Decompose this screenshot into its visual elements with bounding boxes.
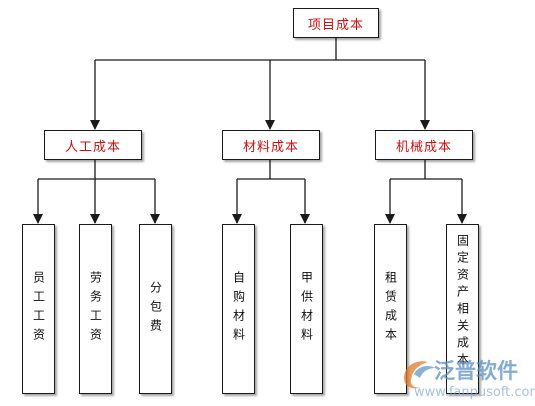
category-machinery: 机械成本: [375, 130, 473, 160]
category-material-label: 材料成本: [242, 139, 299, 155]
leaf-staff-wages: 员工工资: [22, 224, 55, 394]
leaf-self-purchased-label: 自购材料: [231, 271, 246, 347]
root-node: 项目成本: [293, 8, 379, 38]
leaf-fixed-assets: 固定资产相关成本: [446, 224, 479, 394]
leaf-leasing: 租赁成本: [374, 224, 407, 394]
leaf-leasing-label: 租赁成本: [383, 271, 398, 347]
leaf-owner-supplied-label: 甲供材料: [299, 271, 314, 347]
category-labor-label: 人工成本: [64, 139, 121, 155]
watermark-name: 泛普软件: [434, 359, 518, 383]
watermark: 泛普软件 www.fanpusoft.com: [400, 355, 535, 406]
leaf-subcontract: 分包费: [139, 224, 172, 394]
leaf-fixed-assets-label: 固定资产相关成本: [455, 234, 470, 370]
leaf-owner-supplied: 甲供材料: [290, 224, 323, 394]
watermark-url: www.fanpusoft.com: [414, 385, 535, 400]
category-labor: 人工成本: [44, 130, 142, 160]
category-machinery-label: 机械成本: [395, 139, 452, 155]
fanpu-logo-icon: [404, 361, 435, 389]
leaf-staff-wages-label: 员工工资: [31, 271, 46, 347]
leaf-self-purchased: 自购材料: [222, 224, 255, 394]
root-label: 项目成本: [307, 17, 364, 33]
leaf-subcontract-label: 分包费: [148, 280, 163, 338]
leaf-labor-wages: 劳务工资: [79, 224, 112, 394]
category-material: 材料成本: [222, 130, 320, 160]
leaf-labor-wages-label: 劳务工资: [88, 271, 103, 347]
